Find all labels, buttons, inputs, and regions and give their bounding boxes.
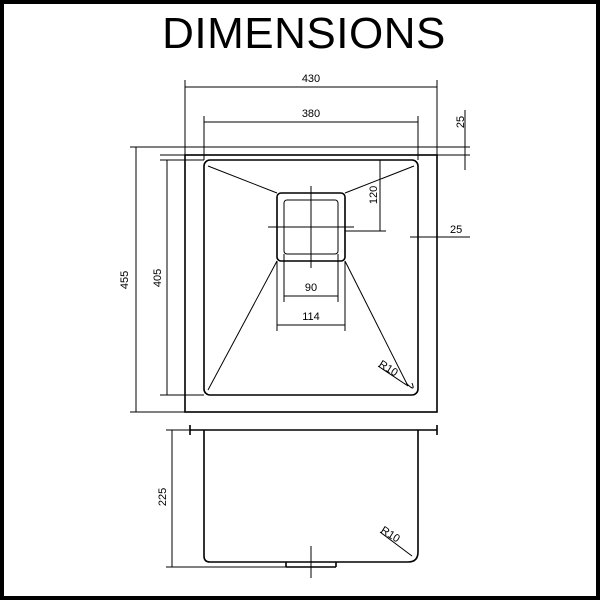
dim-label-flange: 25: [455, 116, 467, 128]
dim-label-radius-side: R10: [378, 524, 401, 545]
side-view-bowl-profile: [203, 430, 419, 563]
dim-label-drain-offset: 120: [368, 186, 380, 204]
corner-arc: [405, 382, 414, 389]
top-view-dimensions: 430 380 25 455 405 120 25 90: [119, 73, 470, 413]
dim-label-inner-length: 405: [152, 269, 164, 287]
dim-label-radius-top: R10: [376, 358, 399, 379]
dim-label-drain-outer: 114: [302, 311, 320, 323]
slope-line-tl: [207, 165, 278, 194]
side-view: [189, 425, 438, 578]
dim-label-overall-width: 430: [302, 73, 320, 85]
dim-label-overall-length: 455: [119, 271, 131, 289]
slope-line-br: [344, 260, 409, 387]
side-view-dimensions: 225 R10: [157, 429, 413, 568]
dim-leader-r10-side: [379, 531, 413, 557]
dim-label-inner-width: 380: [302, 108, 320, 120]
page-title: DIMENSIONS: [162, 9, 446, 58]
dim-label-drain-inner: 90: [305, 282, 317, 294]
dim-leader-r10-top: [377, 365, 409, 387]
slope-line-bl: [207, 260, 278, 391]
top-view: [184, 154, 438, 413]
dim-label-side-margin: 25: [450, 224, 462, 236]
dim-label-depth: 225: [157, 488, 169, 506]
bowl-outline: [203, 159, 419, 396]
